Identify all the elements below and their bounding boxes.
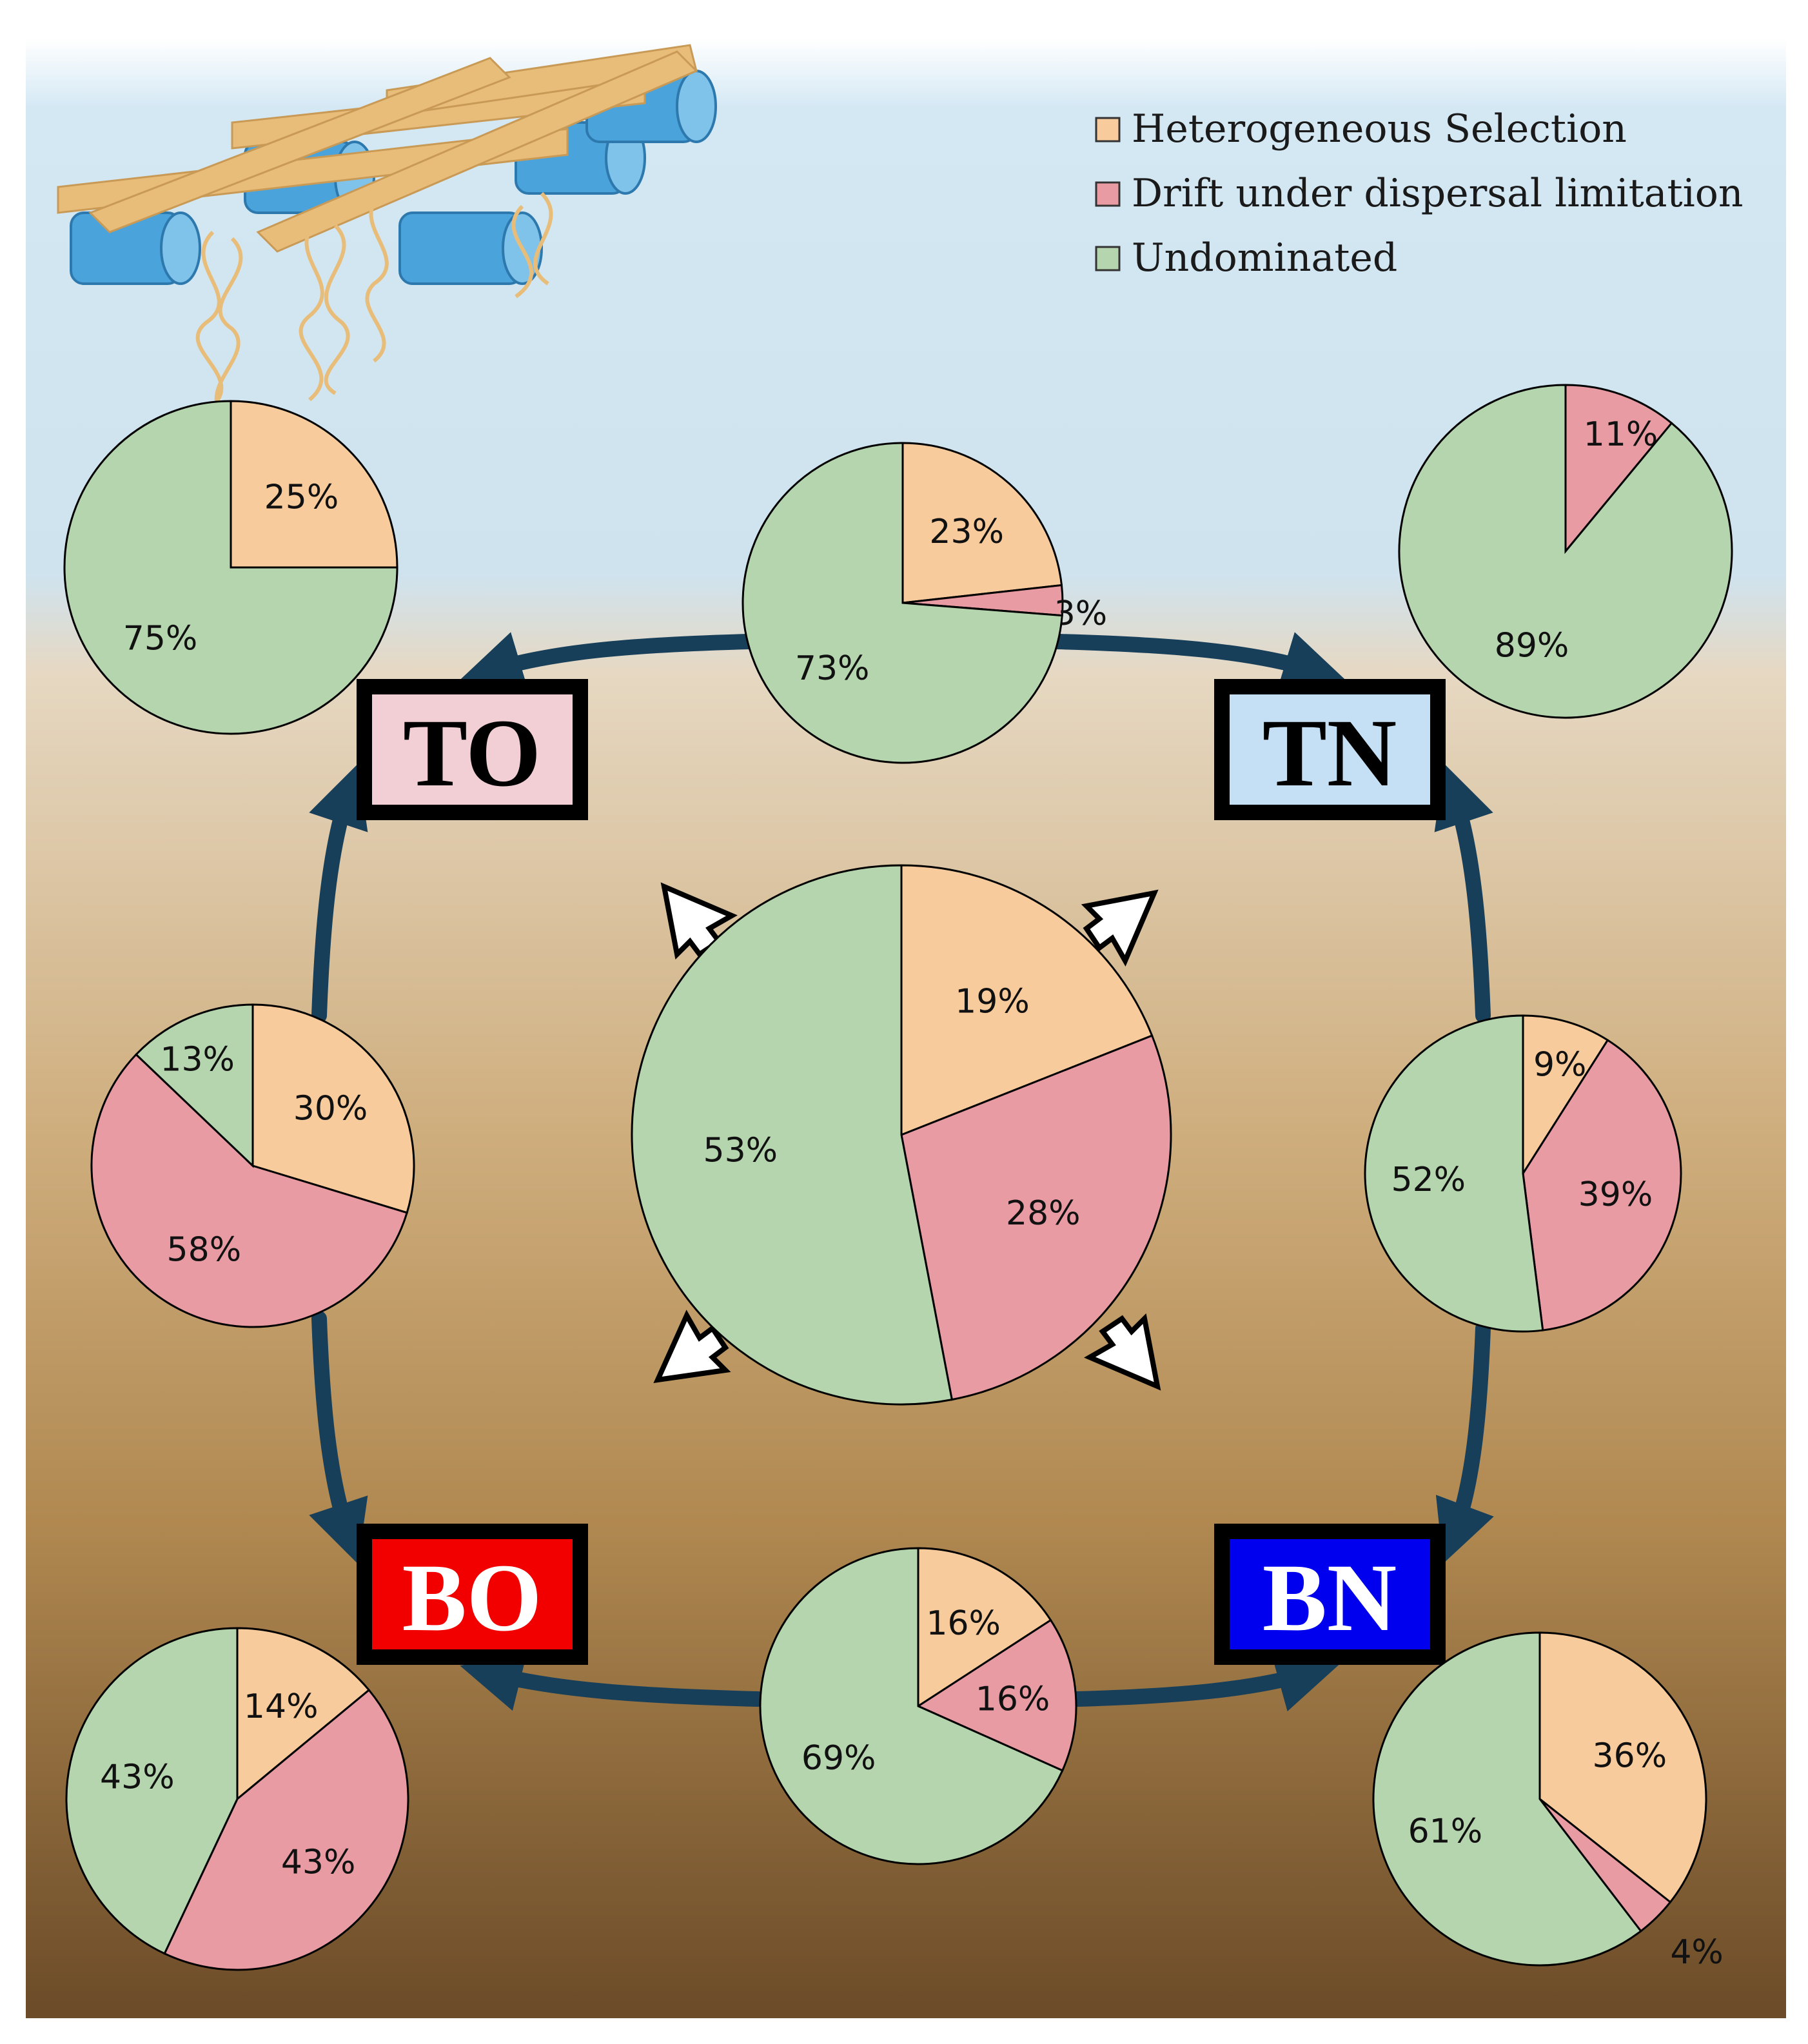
- site-arrows: [309, 632, 1494, 1712]
- pie-slice-label: 53%: [703, 1132, 778, 1170]
- legend-item-heterogeneous-selection: Heterogeneous Selection: [1095, 106, 1627, 152]
- pie-slice-drift: [916, 1618, 1077, 1772]
- pie-slice-label: 61%: [1408, 1813, 1483, 1851]
- arrow-up-to: [309, 763, 368, 1023]
- pie-slice-undominated: [135, 1003, 254, 1168]
- pie-slice-label: 13%: [160, 1041, 235, 1079]
- pie-slice-heterogeneous-selection: [230, 400, 398, 569]
- pie-slice-label: 11%: [1584, 415, 1658, 454]
- pie-bo-bn: 16% 16% 69%: [759, 1547, 1077, 1865]
- site-box: [357, 1524, 588, 1665]
- pie-slice-label: 43%: [281, 1843, 356, 1882]
- arrow-to-left: [460, 632, 756, 692]
- arrow-to-bo: [460, 1651, 765, 1711]
- pie-slice-label: 43%: [100, 1758, 175, 1796]
- legend-label: Drift under dispersal limitation: [1132, 171, 1744, 216]
- legend-item-drift: Drift under dispersal limitation: [1095, 171, 1744, 216]
- pie-slice-label: 16%: [926, 1604, 1001, 1643]
- pie-slice-label: 4%: [1670, 1933, 1724, 1972]
- pie-slice-heterogeneous-selection: [917, 1547, 1052, 1708]
- legend-item-undominated: Undominated: [1095, 235, 1397, 280]
- pie-slice-drift: [163, 1688, 409, 1971]
- pie-slice-undominated: [65, 1627, 239, 1955]
- outward-arrow-up-right: [1081, 889, 1159, 967]
- pie-slice-label: 58%: [167, 1231, 242, 1270]
- legend-label: Heterogeneous Selection: [1132, 106, 1627, 152]
- arrow-down-bo: [309, 1311, 368, 1564]
- pie-slice-drift: [1564, 384, 1673, 555]
- pie-slice-heterogeneous-selection: [900, 864, 1154, 1137]
- pie-slice-drift: [90, 1053, 409, 1328]
- site-text: TN: [1263, 700, 1397, 807]
- site-label-bo: BO: [357, 1524, 588, 1665]
- legend: Heterogeneous Selection Drift under disp…: [1095, 106, 1744, 280]
- arrow-to-bn: [1069, 1651, 1339, 1712]
- pie-slice-label: 14%: [244, 1687, 319, 1726]
- legend-swatch: [1095, 117, 1121, 142]
- pie-slice-label: 69%: [801, 1739, 876, 1778]
- pie-tn-bn: 9% 39% 52%: [1364, 1014, 1682, 1333]
- pie-bn: 36% 4% 61%: [1372, 1631, 1724, 1972]
- pie-slice-label: 9%: [1533, 1046, 1587, 1085]
- site-box: [357, 679, 588, 820]
- site-text: TO: [403, 700, 541, 807]
- pie-slice-label: 39%: [1578, 1175, 1653, 1214]
- site-label-bn: BN: [1214, 1524, 1446, 1665]
- raft-illustration: [57, 44, 717, 466]
- pie-slice-undominated: [1372, 1631, 1642, 1967]
- pie-slice-undominated: [631, 864, 954, 1406]
- pie-slice-heterogeneous-selection: [1538, 1631, 1707, 1904]
- pie-slice-undominated: [742, 442, 1063, 764]
- arrow-to-tn: [1050, 632, 1345, 692]
- legend-label: Undominated: [1132, 235, 1397, 280]
- pie-slice-heterogeneous-selection: [901, 442, 1063, 604]
- pie-slice-heterogeneous-selection: [1522, 1014, 1609, 1177]
- arrow-up-tn: [1434, 763, 1493, 1023]
- pie-slice-label: 19%: [955, 983, 1030, 1021]
- arrow-down-bn: [1435, 1321, 1494, 1564]
- pie-slice-label: 52%: [1391, 1161, 1466, 1199]
- pie-slice-label: 30%: [293, 1090, 368, 1128]
- site-box: [1214, 679, 1446, 820]
- outward-arrow-down-right: [1084, 1313, 1161, 1391]
- site-text: BN: [1263, 1544, 1397, 1651]
- pie-slice-label: 28%: [1006, 1194, 1081, 1233]
- pie-to-bo: 30% 58% 13%: [90, 1003, 415, 1328]
- pie-slice-heterogeneous-selection: [236, 1627, 371, 1802]
- pie-tn: 11% 89%: [1398, 384, 1733, 719]
- pie-slice-drift: [1522, 1039, 1682, 1332]
- pie-bo: 14% 43% 43%: [65, 1627, 409, 1971]
- pie-slice-label: 75%: [123, 619, 198, 658]
- site-text: BO: [402, 1544, 542, 1651]
- site-box: [1214, 1524, 1446, 1665]
- pie-slice-label: 3%: [1054, 595, 1108, 633]
- pie-slice-label: 89%: [1495, 627, 1569, 665]
- pie-slice-heterogeneous-selection: [251, 1003, 415, 1214]
- site-label-to: TO: [357, 679, 588, 820]
- pie-slice-label: 16%: [976, 1680, 1050, 1719]
- pie-slice-label: 25%: [264, 478, 339, 517]
- pie-slice-undominated: [63, 400, 398, 735]
- pie-slice-drift: [900, 1034, 1172, 1401]
- hanging-kelp: [195, 192, 553, 466]
- pie-slice-label: 73%: [795, 649, 870, 688]
- pie-slice-undominated: [1364, 1014, 1544, 1333]
- pie-to: 25% 75%: [63, 400, 398, 735]
- legend-swatch: [1095, 181, 1121, 207]
- pie-slice-undominated: [759, 1547, 1064, 1865]
- pie-slice-undominated: [1398, 384, 1733, 719]
- pie-charts: 25% 75% 23% 3% 73% 11% 89% 30% 58% 13% 19% 28% 53% 9%…: [63, 384, 1733, 1972]
- pie-slice-label: 23%: [929, 513, 1004, 551]
- pie-to-tn: 23% 3% 73%: [742, 442, 1108, 764]
- site-label-tn: TN: [1214, 679, 1446, 820]
- central-outward-arrows: [653, 882, 1161, 1391]
- legend-swatch: [1095, 246, 1121, 271]
- pie-all: 19% 28% 53%: [631, 864, 1172, 1406]
- outward-arrow-down-left: [653, 1310, 731, 1383]
- raft-beams: [57, 44, 698, 253]
- pie-slice-label: 36%: [1593, 1737, 1667, 1776]
